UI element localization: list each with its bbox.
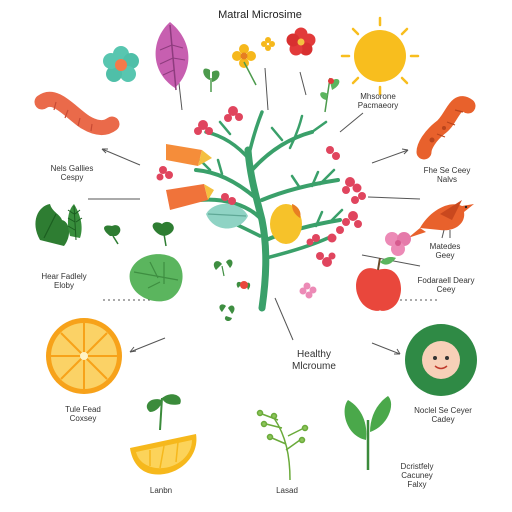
microbe-face-icon xyxy=(405,324,477,396)
herb-icon xyxy=(104,221,174,247)
red-flower-icon xyxy=(286,27,316,56)
pink-flower-icon xyxy=(385,232,411,256)
yellow-flower-icon xyxy=(232,37,275,86)
herb-icon xyxy=(320,77,340,113)
seedling-icon xyxy=(344,396,392,470)
orange-slice-icon xyxy=(46,318,122,394)
herb-icon xyxy=(213,259,251,322)
herb-icon xyxy=(256,409,309,481)
small-fruit-icon xyxy=(240,281,248,289)
carrot-icon xyxy=(166,184,214,210)
berry-cluster-icon xyxy=(156,106,366,267)
connector-arrows xyxy=(88,47,440,355)
lavender-leaf-icon xyxy=(155,22,189,91)
label-bottom-mid: Lasad xyxy=(276,486,298,495)
leaf-fruit-icon xyxy=(206,203,248,229)
label-bottom-left: Lanbn xyxy=(149,486,173,495)
bird-icon xyxy=(408,200,474,239)
worm-icon xyxy=(416,96,476,160)
apple-icon xyxy=(356,257,402,311)
lemon-icon xyxy=(270,204,302,244)
sprout-icon xyxy=(146,394,181,431)
kale-icon xyxy=(35,204,83,246)
tree-icon xyxy=(194,110,344,312)
pink-flower-icon xyxy=(299,282,317,299)
carrot-icon xyxy=(166,144,212,166)
lemon-wedge-icon xyxy=(130,434,197,475)
flower-icon xyxy=(103,46,139,82)
cabbage-leaf-icon xyxy=(129,254,183,302)
herb-icon xyxy=(203,68,220,92)
worm-icon xyxy=(34,92,120,136)
diagram-title: Matral Microsime xyxy=(218,9,302,21)
sun-icon xyxy=(340,16,420,96)
